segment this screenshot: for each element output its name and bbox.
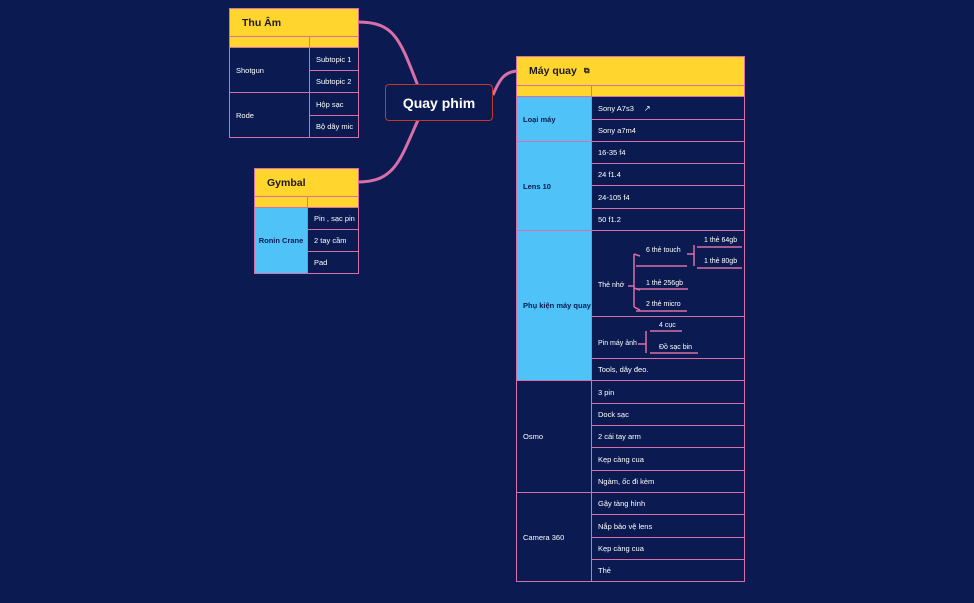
- item-label: 2 cái tay arm: [598, 432, 641, 441]
- category-lens[interactable]: Lens 10: [516, 141, 592, 231]
- gymbal-item[interactable]: Pin , sạc pin: [307, 207, 359, 230]
- group-label: Ronin Crane: [258, 236, 304, 245]
- item-label: 50 f1.2: [598, 215, 621, 224]
- osmo-item[interactable]: 3 pin: [591, 380, 745, 404]
- category-label: Phụ kiện máy quay: [523, 301, 591, 310]
- item-label: Pin , sạc pin: [314, 214, 355, 223]
- pin-label[interactable]: Pin máy ảnh: [598, 340, 637, 347]
- central-topic-label: Quay phim: [402, 94, 476, 111]
- thu-am-item[interactable]: Subtopic 1: [309, 47, 359, 71]
- six-touch-node[interactable]: 6 thẻ touch: [646, 247, 681, 254]
- six-touch-bracket: [687, 245, 695, 266]
- pin-bracket: [638, 331, 647, 353]
- thu-am-title: Thu Âm: [242, 16, 282, 29]
- item-label: Sony A7s3: [598, 103, 634, 113]
- group-label: Shotgun: [236, 65, 264, 75]
- branch-thu-am: [357, 20, 420, 87]
- item-label: Kẹp càng cua: [598, 544, 644, 553]
- category-label: Loại máy: [523, 114, 556, 124]
- central-topic[interactable]: Quay phim: [385, 84, 493, 121]
- item-label: Subtopic 2: [316, 77, 352, 86]
- camera360-item[interactable]: Thẻ: [591, 559, 745, 582]
- thu-am-group-shotgun[interactable]: Shotgun: [229, 47, 310, 93]
- micro-node[interactable]: 2 thẻ micro: [646, 301, 681, 308]
- category-osmo[interactable]: Osmo: [516, 380, 592, 493]
- tools-cell[interactable]: Tools, dây đeo.: [591, 358, 745, 381]
- lens-item[interactable]: 24 f1.4: [591, 163, 745, 186]
- thu-am-item[interactable]: Bộ dây mic: [309, 115, 359, 138]
- thu-am-item[interactable]: Subtopic 2: [309, 70, 359, 93]
- item-label: Dock sạc: [598, 410, 629, 419]
- item-label: Hộp sạc: [316, 99, 344, 109]
- loai-may-item[interactable]: Sony a7m4: [591, 119, 745, 142]
- gymbal-item[interactable]: 2 tay cầm: [307, 229, 359, 252]
- the-nho-label[interactable]: Thẻ nhớ: [598, 282, 625, 289]
- category-label: Osmo: [523, 432, 544, 441]
- gymbal-item[interactable]: Pad: [307, 251, 359, 274]
- osmo-item[interactable]: 2 cái tay arm: [591, 425, 745, 448]
- thu-am-group-rode[interactable]: Rode: [229, 92, 310, 138]
- loai-may-item[interactable]: Sony A7s3 ↗: [591, 96, 745, 120]
- category-label: Camera 360: [523, 532, 565, 542]
- item-label: Tools, dây đeo.: [598, 365, 649, 374]
- item-label: 3 pin: [598, 387, 615, 397]
- link-copy-icon[interactable]: ⧉: [583, 66, 590, 75]
- thu-am-header[interactable]: Thu Âm: [229, 8, 359, 37]
- osmo-item[interactable]: Dock sạc: [591, 403, 745, 426]
- item-label: Pad: [314, 258, 328, 267]
- item-label: Sony a7m4: [598, 126, 636, 135]
- osmo-item[interactable]: Kẹp càng cua: [591, 447, 745, 471]
- item-label: Subtopic 1: [316, 54, 352, 64]
- c256-node[interactable]: 1 thẻ 256gb: [646, 280, 683, 287]
- may-quay-header[interactable]: Máy quay ⧉: [516, 56, 745, 86]
- the-nho-bracket: [628, 254, 635, 307]
- category-label: Lens 10: [523, 181, 551, 191]
- external-link-icon[interactable]: ↗: [643, 103, 651, 113]
- item-label: Kẹp càng cua: [598, 454, 644, 464]
- sac-node[interactable]: Đồ sạc bin: [659, 344, 693, 351]
- lens-item[interactable]: 50 f1.2: [591, 208, 745, 231]
- thu-am-item[interactable]: Hộp sạc: [309, 92, 359, 116]
- gymbal-header[interactable]: Gymbal: [254, 168, 359, 197]
- item-label: Bộ dây mic: [316, 122, 354, 131]
- group-label: Rode: [236, 110, 254, 120]
- item-label: Nắp bảo vệ lens: [598, 521, 653, 531]
- category-camera360[interactable]: Camera 360: [516, 492, 592, 582]
- camera360-item[interactable]: Gậy tàng hình: [591, 492, 745, 515]
- c80-node[interactable]: 1 thẻ 80gb: [704, 258, 738, 265]
- category-phu-kien[interactable]: Phụ kiện máy quay: [516, 230, 592, 381]
- item-label: 24 f1.4: [598, 170, 621, 179]
- branch-may-quay: [491, 69, 518, 96]
- camera360-item[interactable]: Kẹp càng cua: [591, 537, 745, 560]
- item-label: 24-105 f4: [598, 192, 630, 202]
- gymbal-group-ronin[interactable]: Ronin Crane: [254, 207, 308, 274]
- cuc-node[interactable]: 4 cục: [659, 322, 676, 329]
- may-quay-title: Máy quay: [529, 65, 577, 77]
- branch-gymbal: [357, 119, 420, 184]
- item-label: Ngàm, ốc đi kèm: [598, 477, 655, 486]
- osmo-item[interactable]: Ngàm, ốc đi kèm: [591, 470, 745, 493]
- lens-item[interactable]: 24-105 f4: [591, 185, 745, 209]
- item-label: Thẻ: [598, 566, 611, 575]
- lens-item[interactable]: 16-35 f4: [591, 141, 745, 164]
- item-label: 2 tay cầm: [314, 236, 347, 245]
- item-label: Gậy tàng hình: [598, 499, 646, 508]
- category-loai-may[interactable]: Loại máy: [516, 96, 592, 142]
- gymbal-title: Gymbal: [267, 176, 306, 189]
- camera360-item[interactable]: Nắp bảo vệ lens: [591, 514, 745, 538]
- c64-node[interactable]: 1 thẻ 64gb: [704, 237, 738, 244]
- item-label: 16-35 f4: [598, 148, 626, 157]
